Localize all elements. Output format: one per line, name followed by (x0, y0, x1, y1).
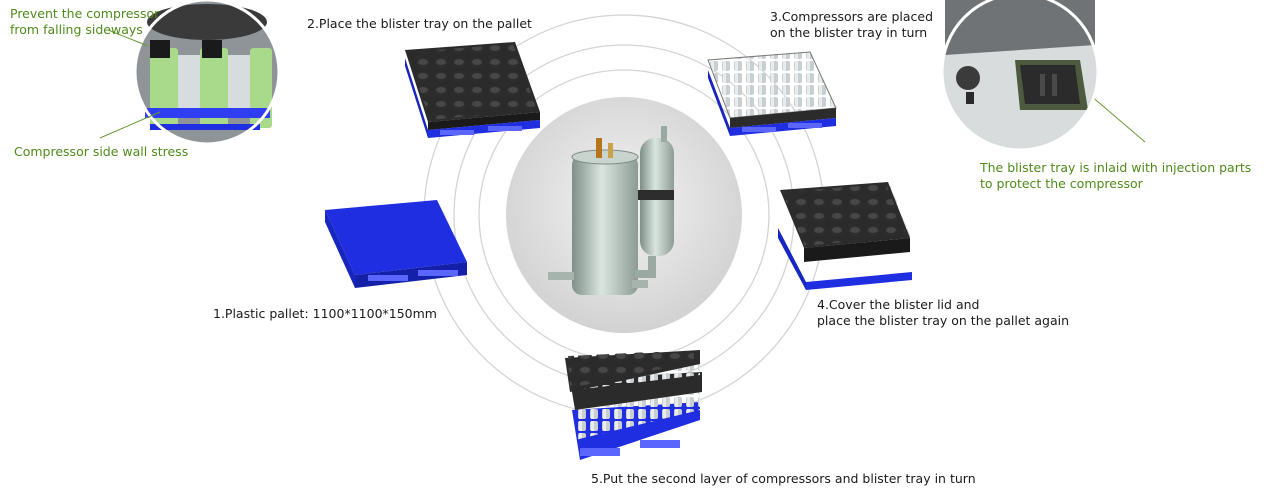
step-1-label: 1.Plastic pallet: 1100*1100*150mm (213, 306, 437, 321)
step-3-label: 3.Compressors are placed on the blister … (770, 9, 934, 40)
step-5-label: 5.Put the second layer of compressors an… (591, 471, 976, 486)
callout-prevent-falling: Prevent the compressor from falling side… (10, 6, 160, 37)
callout-leader-lines (99, 29, 1146, 143)
tray-on-pallet-image (405, 42, 540, 138)
lid-on-compressors-image (778, 182, 912, 290)
callout-injection-parts: The blister tray is inlaid with injectio… (980, 160, 1252, 191)
injection-part-zoom-image (940, 0, 1100, 152)
center-compressor-image (506, 97, 742, 333)
step-4-label: 4.Cover the blister lid and place the bl… (817, 297, 1070, 328)
pallet-image (325, 200, 467, 288)
compressors-on-tray-image (707, 51, 837, 136)
two-layer-stack-image (565, 350, 702, 460)
side-wall-zoom-image (133, 0, 281, 146)
callout-side-wall-stress: Compressor side wall stress (14, 144, 189, 159)
step-2-label: 2.Place the blister tray on the pallet (307, 16, 532, 31)
